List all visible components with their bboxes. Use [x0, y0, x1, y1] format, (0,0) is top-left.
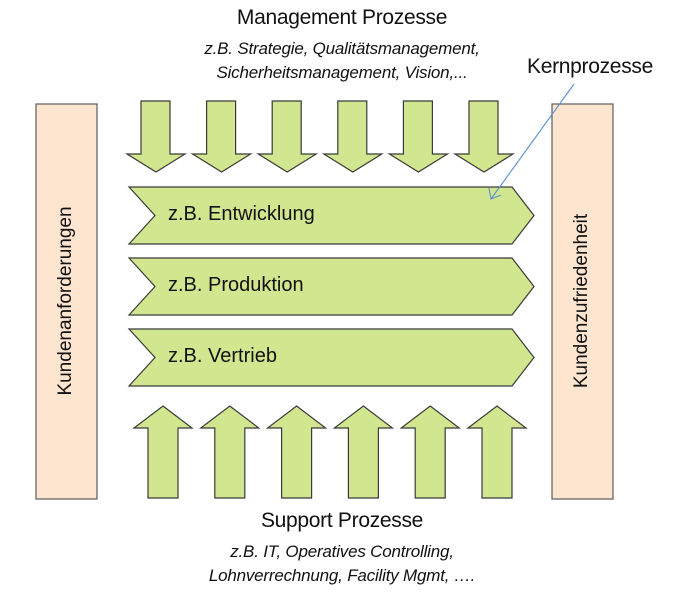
down-arrow-icon: [124, 100, 188, 173]
core-process-chevron: [127, 328, 535, 387]
up-arrow-icon: [132, 405, 194, 499]
callout-arrowhead-icon: [488, 187, 502, 200]
support-arrows: [132, 405, 528, 499]
core-process-label: z.B. Produktion: [168, 274, 304, 296]
management-subtitle-line-1: z.B. Strategie, Qualitätsmanagement,: [204, 39, 480, 58]
support-subtitle-line-2: Lohnverrechnung, Facility Mgmt, ….: [208, 566, 476, 585]
callout-line: [490, 83, 575, 200]
up-arrow-icon: [332, 405, 395, 499]
side-box-left: [35, 103, 98, 500]
side-box-right: [551, 103, 614, 500]
up-arrow-icon: [466, 405, 528, 499]
management-arrows: [124, 100, 516, 173]
up-arrow-icon: [265, 405, 328, 499]
down-arrow-icon: [452, 100, 516, 173]
down-arrow-icon: [190, 100, 253, 173]
support-subtitle-line-1: z.B. IT, Operatives Controlling,: [230, 542, 454, 561]
management-title: Management Prozesse: [236, 6, 448, 29]
core-process-label: z.B. Vertrieb: [168, 345, 277, 367]
up-arrow-icon: [399, 405, 461, 499]
down-arrow-icon: [256, 100, 319, 173]
core-process-chevron: [127, 257, 535, 316]
up-arrow-icon: [199, 405, 261, 499]
core-process-chevron: [127, 186, 535, 245]
side-label-left: Kundenanforderungen: [55, 206, 76, 396]
down-arrow-icon: [387, 100, 450, 173]
side-label-right: Kundenzufriedenheit: [571, 213, 592, 389]
support-title: Support Prozesse: [260, 509, 424, 532]
core-process-label: z.B. Entwicklung: [168, 203, 315, 225]
core-process-chevrons: [127, 186, 535, 387]
down-arrow-icon: [321, 100, 384, 173]
kernprozesse-callout-label: Kernprozesse: [527, 55, 653, 78]
management-subtitle-line-2: Sicherheitsmanagement, Vision,...: [216, 63, 468, 82]
